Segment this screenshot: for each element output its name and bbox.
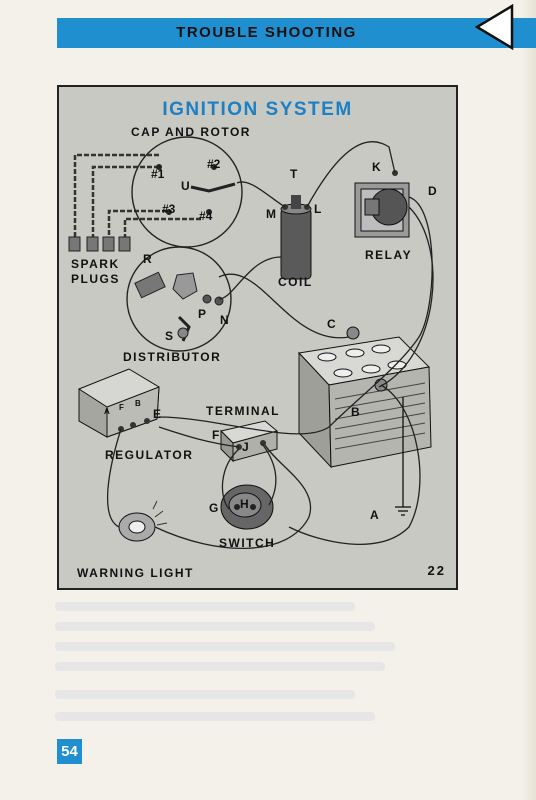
- terminal-label-n4: #4: [199, 209, 213, 223]
- ignition-switch-icon: [220, 484, 274, 530]
- terminal-label-G: G: [209, 501, 219, 515]
- bleed-through-line: [55, 712, 375, 721]
- terminal-label-D: D: [428, 184, 437, 198]
- terminal-label-A: A: [370, 508, 379, 522]
- relay-icon: [354, 170, 410, 238]
- section-title: TROUBLE SHOOTING: [176, 24, 357, 41]
- switch-label: SWITCH: [219, 536, 276, 550]
- bleed-through-line: [55, 622, 375, 631]
- regulator-terminal-f: F: [119, 403, 124, 412]
- regulator-terminal-b: B: [135, 399, 141, 408]
- terminal-label-R: R: [143, 252, 152, 266]
- terminal-label-J: J: [242, 440, 249, 454]
- figure-number: 22: [427, 563, 446, 578]
- terminal-label-E: E: [153, 407, 162, 421]
- ignition-system-figure: IGNITION SYSTEM CAP AND ROTOR SPARK PLUG…: [57, 85, 458, 590]
- terminal-label-T: T: [290, 167, 298, 181]
- bleed-through-line: [55, 602, 355, 611]
- coil-label: COIL: [278, 275, 313, 289]
- ground-symbol-icon: [395, 397, 411, 516]
- terminal-label-n2: #2: [207, 157, 221, 171]
- wiring-diagram: [68, 136, 434, 549]
- distributor-breaker-outline: [126, 246, 232, 352]
- terminal-label: TERMINAL: [206, 404, 280, 418]
- terminal-label-P: P: [198, 307, 207, 321]
- ignition-coil-icon: [280, 195, 312, 280]
- figure-title: IGNITION SYSTEM: [162, 99, 353, 120]
- page-edge-shadow: [522, 0, 536, 800]
- warning-light-icon: [118, 500, 168, 542]
- spark-plugs-label-1: SPARK: [71, 257, 120, 271]
- distributor-label: DISTRIBUTOR: [123, 350, 222, 364]
- bleed-through-line: [55, 662, 385, 671]
- terminal-label-L: L: [314, 202, 322, 216]
- terminal-label-F: F: [212, 428, 220, 442]
- bleed-through-line: [55, 690, 355, 699]
- bleed-through-line: [55, 642, 395, 651]
- page-number: 54: [57, 739, 82, 764]
- regulator-label: REGULATOR: [105, 448, 194, 462]
- circuit-wires: [107, 141, 434, 549]
- section-tab-arrow-icon: [475, 4, 514, 50]
- terminal-label-C: C: [327, 317, 336, 331]
- rotor-arm: [190, 182, 236, 193]
- terminal-label-H: H: [240, 497, 249, 511]
- rotor-contacts: [156, 164, 217, 215]
- regulator-icon: [78, 368, 160, 438]
- spark-plug-leads: [73, 153, 201, 237]
- spark-plugs-icon: [68, 236, 131, 252]
- terminal-label-S: S: [165, 329, 174, 343]
- terminal-label-M: M: [266, 207, 276, 221]
- relay-label: RELAY: [365, 248, 413, 262]
- cap-and-rotor-label: CAP AND ROTOR: [131, 125, 251, 139]
- warning-light-label: WARNING LIGHT: [77, 566, 194, 580]
- section-header-bar: TROUBLE SHOOTING: [57, 4, 536, 50]
- terminal-label-N: N: [220, 313, 229, 327]
- terminal-label-K: K: [372, 160, 381, 174]
- terminal-label-n1: #1: [151, 167, 165, 181]
- spark-plugs-label-2: PLUGS: [71, 272, 120, 286]
- regulator-terminal-a: A: [104, 407, 110, 416]
- terminal-label-n3: #3: [162, 202, 176, 216]
- terminal-label-B: B: [351, 405, 360, 419]
- breaker-points-icon: [134, 271, 224, 342]
- terminal-label-U: U: [181, 179, 190, 193]
- battery-icon: [297, 326, 432, 469]
